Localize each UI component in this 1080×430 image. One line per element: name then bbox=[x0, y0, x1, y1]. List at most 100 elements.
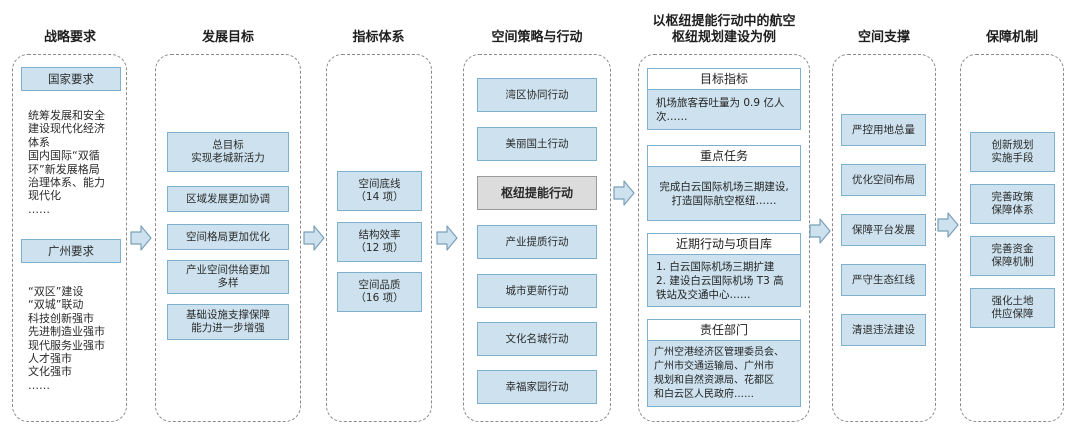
responsible-departments-panel: 责任部门 广州空港经济区管理委员会、 广州市交通运输局、广州市 规划和自然资源局… bbox=[647, 319, 801, 407]
national-line: …… bbox=[28, 202, 50, 216]
goal-main: 总目标 实现老城新活力 bbox=[167, 132, 289, 172]
flow-arrow-icon bbox=[937, 212, 959, 238]
guarantee-line2: 供应保障 bbox=[991, 308, 1034, 320]
key-tasks-panel: 重点任务 完成白云国际机场三期建设, 打造国际航空枢纽…… bbox=[647, 145, 801, 221]
national-requirement-text: 统筹发展和安全 建设现代化经济 体系 国内国际“双循 环”新发展格局 治理体系、… bbox=[28, 109, 124, 216]
support-item: 优化空间布局 bbox=[841, 164, 926, 196]
support-item: 严控用地总量 bbox=[841, 114, 926, 146]
departments-line: 规划和自然资源局、花都区 bbox=[654, 374, 774, 386]
guangzhou-line: 先进制造业强市 bbox=[28, 325, 105, 339]
header-spatial-actions: 空间策略与行动 bbox=[491, 30, 583, 45]
flow-arrow-icon bbox=[130, 225, 152, 251]
indicator-count: （14 项） bbox=[355, 191, 404, 203]
header-hub-example-line1: 以枢纽提能行动中的航空 bbox=[652, 14, 796, 29]
action-item: 湾区协同行动 bbox=[477, 78, 597, 112]
indicator-name: 结构效率 bbox=[358, 229, 401, 241]
projects-line: 铁站及交通中心…… bbox=[656, 288, 751, 301]
guarantee-item: 强化土地 供应保障 bbox=[970, 288, 1055, 328]
departments-line: 广州空港经济区管理委员会、 bbox=[654, 346, 784, 358]
goal-item: 基础设施支撑保障 能力进一步增强 bbox=[167, 304, 289, 340]
indicator-count: （16 项） bbox=[355, 292, 404, 304]
goal-main-line1: 总目标 bbox=[212, 139, 244, 151]
action-item: 幸福家园行动 bbox=[477, 370, 597, 404]
header-strategy: 战略要求 bbox=[43, 30, 96, 45]
goal-item: 区域发展更加协调 bbox=[167, 186, 289, 212]
guarantee-line1: 完善政策 bbox=[991, 191, 1034, 203]
goal-item: 空间格局更加优化 bbox=[167, 224, 289, 250]
national-requirement-title: 国家要求 bbox=[21, 67, 121, 91]
flow-arrow-icon bbox=[809, 218, 831, 244]
guangzhou-line: “双区”建设 bbox=[28, 285, 84, 298]
guarantee-line2: 保障机制 bbox=[991, 256, 1034, 268]
goal-item-line2: 能力进一步增强 bbox=[191, 322, 265, 334]
flow-arrow-icon bbox=[613, 180, 635, 206]
header-indicators: 指标体系 bbox=[352, 30, 405, 45]
guarantee-item: 创新规划 实施手段 bbox=[970, 132, 1055, 172]
indicator-item: 空间品质 （16 项） bbox=[337, 272, 422, 312]
support-item: 保障平台发展 bbox=[841, 214, 926, 246]
indicator-name: 空间底线 bbox=[358, 178, 401, 190]
target-indicator-line: 次…… bbox=[656, 110, 688, 123]
header-goals: 发展目标 bbox=[201, 30, 254, 45]
guangzhou-line: 科技创新强市 bbox=[28, 311, 94, 325]
guangzhou-line: 现代服务业强市 bbox=[28, 338, 105, 352]
goal-item-line1: 产业空间供给更加 bbox=[186, 264, 270, 276]
key-tasks-line: 完成白云国际机场三期建设, bbox=[659, 180, 789, 193]
guangzhou-line: 文化强市 bbox=[28, 365, 72, 379]
flow-arrow-icon bbox=[436, 225, 458, 251]
national-line: 国内国际“双循 bbox=[28, 149, 100, 163]
goal-item-line1: 空间格局更加优化 bbox=[186, 230, 270, 243]
header-spatial-support: 空间支撑 bbox=[857, 30, 910, 45]
target-indicator-panel: 目标指标 机场旅客吞吐量为 0.9 亿人 次…… bbox=[647, 68, 801, 130]
goal-item-line1: 区域发展更加协调 bbox=[186, 192, 270, 205]
header-guarantee: 保障机制 bbox=[985, 30, 1038, 45]
guarantee-line2: 实施手段 bbox=[991, 152, 1034, 164]
action-item: 美丽国土行动 bbox=[477, 127, 597, 161]
indicator-name: 空间品质 bbox=[358, 279, 401, 291]
target-indicator-title: 目标指标 bbox=[648, 69, 800, 90]
guarantee-item: 完善资金 保障机制 bbox=[970, 236, 1055, 276]
guarantee-item: 完善政策 保障体系 bbox=[970, 184, 1055, 224]
guarantee-line1: 完善资金 bbox=[991, 243, 1034, 255]
guangzhou-line: “双城”联动 bbox=[28, 298, 84, 312]
action-item: 文化名城行动 bbox=[477, 322, 597, 356]
national-line: 建设现代化经济 bbox=[28, 122, 105, 136]
national-line: 治理体系、能力 bbox=[28, 176, 105, 190]
action-item-highlighted: 枢纽提能行动 bbox=[477, 176, 597, 210]
guarantee-line1: 创新规划 bbox=[991, 139, 1034, 151]
support-item: 严守生态红线 bbox=[841, 264, 926, 296]
indicator-item: 空间底线 （14 项） bbox=[337, 171, 422, 211]
guangzhou-line: …… bbox=[28, 378, 50, 392]
action-item: 城市更新行动 bbox=[477, 274, 597, 308]
header-hub-example-line2: 枢纽规划建设为例 bbox=[671, 30, 776, 45]
projects-panel: 近期行动与项目库 1. 白云国际机场三期扩建 2. 建设白云国际机场 T3 高 … bbox=[647, 233, 801, 307]
guarantee-line1: 强化土地 bbox=[991, 295, 1034, 307]
support-item: 清退违法建设 bbox=[841, 314, 926, 346]
key-tasks-title: 重点任务 bbox=[648, 146, 800, 167]
responsible-departments-title: 责任部门 bbox=[648, 320, 800, 341]
projects-title: 近期行动与项目库 bbox=[648, 234, 800, 255]
flow-arrow-icon bbox=[303, 225, 325, 251]
guangzhou-line: 人才强市 bbox=[28, 352, 72, 366]
indicator-item: 结构效率 （12 项） bbox=[337, 222, 422, 262]
goal-item-line1: 基础设施支撑保障 bbox=[186, 309, 270, 321]
goal-main-line2: 实现老城新活力 bbox=[191, 152, 265, 164]
guangzhou-requirement-title: 广州要求 bbox=[21, 239, 121, 263]
action-item: 产业提质行动 bbox=[477, 225, 597, 259]
goal-item: 产业空间供给更加 多样 bbox=[167, 260, 289, 294]
national-line: 体系 bbox=[28, 135, 50, 149]
departments-line: 广州市交通运输局、广州市 bbox=[654, 360, 774, 372]
guarantee-line2: 保障体系 bbox=[991, 204, 1034, 216]
guangzhou-requirement-text: “双区”建设 “双城”联动 科技创新强市 先进制造业强市 现代服务业强市 人才强… bbox=[28, 285, 124, 392]
key-tasks-line: 打造国际航空枢纽…… bbox=[671, 194, 777, 207]
strategy-column bbox=[12, 54, 127, 422]
national-line: 统筹发展和安全 bbox=[28, 109, 105, 122]
departments-line: 和白云区人民政府…… bbox=[654, 388, 754, 400]
projects-line: 2. 建设白云国际机场 T3 高 bbox=[656, 274, 784, 287]
goal-item-line2: 多样 bbox=[217, 277, 239, 289]
projects-line: 1. 白云国际机场三期扩建 bbox=[656, 260, 775, 273]
national-line: 环”新发展格局 bbox=[28, 162, 100, 176]
indicator-count: （12 项） bbox=[355, 242, 404, 254]
national-line: 现代化 bbox=[28, 189, 61, 203]
target-indicator-line: 机场旅客吞吐量为 0.9 亿人 bbox=[656, 96, 785, 109]
